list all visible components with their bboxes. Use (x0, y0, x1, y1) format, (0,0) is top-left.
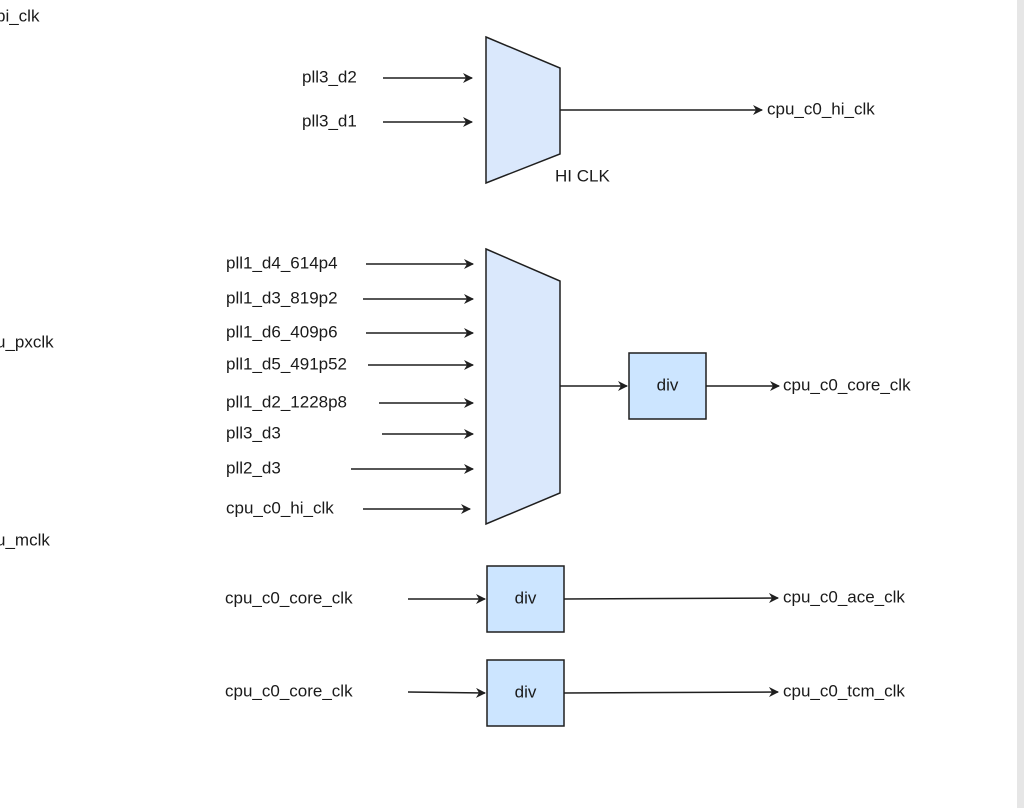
ace-clk-path-group: cpu_c0_core_clk div cpu_c0_ace_clk (225, 565, 905, 633)
hi-mux-input-label: pll3_d1 (302, 111, 357, 130)
core-mux-input-label: pll1_d4_614p4 (226, 253, 338, 272)
core-mux-input-label: pll1_d2_1228p8 (226, 392, 347, 411)
core-mux-input-label: pll2_d3 (226, 458, 281, 477)
ace-output-arrow (563, 593, 779, 604)
core-clk-mux-group: pll1_d4_614p4 pll1_d3_819p2 pll1_d6_409p… (226, 247, 911, 526)
canvas-right-edge (1017, 0, 1024, 808)
side-label-pi-clk: pi_clk (0, 6, 40, 25)
core-mux-input-label: pll1_d6_409p6 (226, 322, 338, 341)
tcm-clk-divider-box (486, 659, 565, 727)
core-mux-input-label: pll1_d5_491p52 (226, 354, 347, 373)
tcm-output-arrow (563, 687, 779, 698)
hi-clk-mux-caption: HI CLK (555, 166, 610, 185)
tcm-input-label: cpu_c0_core_clk (225, 681, 353, 700)
tcm-clk-divider-label: div (515, 682, 537, 701)
hi-clk-mux-shape (485, 35, 561, 185)
core-mux-input-label: pll3_d3 (226, 423, 281, 442)
tcm-clk-path-group: cpu_c0_core_clk div cpu_c0_tcm_clk (225, 659, 905, 727)
side-label-pxclk: u_pxclk (0, 332, 54, 351)
side-label-mclk: u_mclk (0, 530, 50, 549)
core-div-output-label: cpu_c0_core_clk (783, 375, 911, 394)
core-mux-input-label: pll1_d3_819p2 (226, 288, 338, 307)
ace-clk-divider-label: div (515, 588, 537, 607)
tcm-input-arrow (407, 687, 486, 698)
tcm-output-label: cpu_c0_tcm_clk (783, 681, 905, 700)
hi-mux-output-label: cpu_c0_hi_clk (767, 99, 875, 118)
ace-input-label: cpu_c0_core_clk (225, 588, 353, 607)
hi-mux-input-label: pll3_d2 (302, 67, 357, 86)
core-clk-divider-box (628, 352, 707, 420)
ace-output-label: cpu_c0_ace_clk (783, 587, 905, 606)
core-clk-mux-shape (485, 247, 561, 526)
hi-clk-mux-group: pll3_d2 pll3_d1 HI CLK cpu_c0_hi_clk (302, 35, 875, 185)
core-mux-input-label: cpu_c0_hi_clk (226, 498, 334, 517)
core-clk-divider-label: div (657, 375, 679, 394)
